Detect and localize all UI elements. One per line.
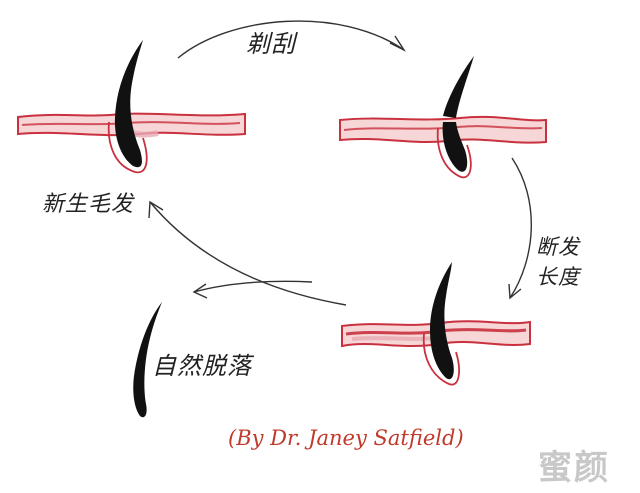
label-new-hair: 新生毛发 [42,192,135,217]
hair-regrowing [422,262,460,386]
watermark: 蜜颜 [538,448,610,488]
hair-shaved [436,56,474,179]
label-shaving: 剃刮 [246,30,296,58]
arrow-right [508,157,533,300]
label-broken-hair: 断发长度 [536,235,580,289]
hair-shed [133,302,162,418]
hair-full-growth [107,40,148,174]
label-shedding: 自然脱落 [152,352,252,380]
arrow-top [177,20,406,59]
arrow-to-new-hair [148,200,347,306]
arrow-to-shed [192,280,313,299]
author-credit: (By Dr. Janey Satfield) [228,426,464,450]
